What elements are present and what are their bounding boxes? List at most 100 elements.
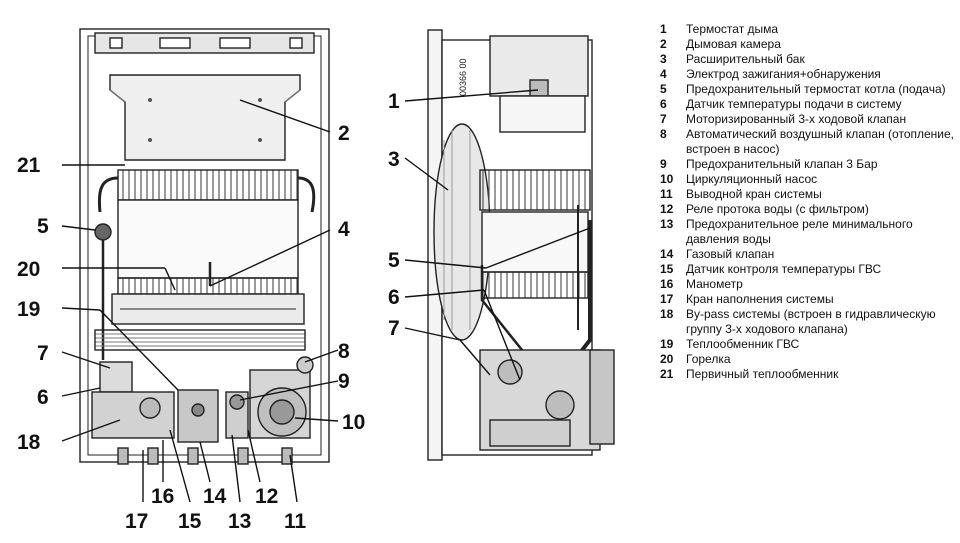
legend-text: Расширительный бак	[686, 52, 805, 66]
legend-number: 19	[660, 337, 674, 351]
legend-text: Манометр	[686, 277, 743, 291]
legend-item: 20 Горелка	[660, 352, 956, 367]
callout-4: 4	[338, 218, 350, 241]
legend-text: Реле протока воды (с фильтром)	[686, 202, 869, 216]
legend-number: 3	[660, 52, 667, 66]
callout-11: 11	[284, 510, 307, 533]
dhw-heat-exchanger	[94, 329, 306, 351]
side-callout-5: 5	[388, 249, 400, 272]
legend-text: Электрод зажигания+обнаружения	[686, 67, 881, 81]
smoke-thermostat	[529, 79, 549, 97]
legend-number: 7	[660, 112, 667, 126]
legend-number: 8	[660, 127, 667, 141]
legend-number: 20	[660, 352, 674, 366]
front-view	[79, 28, 330, 465]
legend-text: By-pass системы (встроен в гидравлическу…	[686, 307, 936, 336]
legend-item: 1 Термостат дыма	[660, 22, 956, 37]
front-callouts: 21 5 20 19 7 6 18 2 4 8 9 10 16 14 12 17…	[17, 122, 365, 533]
callout-18: 18	[17, 431, 41, 454]
callout-5: 5	[37, 215, 49, 238]
legend-text: Предохранительное реле минимального давл…	[686, 217, 913, 246]
legend-text: Датчик температуры подачи в систему	[686, 97, 902, 111]
legend-item: 13 Предохранительное реле минимального да…	[660, 217, 956, 247]
side-pump	[589, 349, 615, 445]
side-callouts: 1 3 5 6 7	[388, 90, 400, 340]
legend-item: 19 Теплообменник ГВС	[660, 337, 956, 352]
side-callout-6: 6	[388, 286, 400, 309]
legend-number: 21	[660, 367, 674, 381]
side-leader-lines	[404, 89, 591, 381]
legend-item: 17 Кран наполнения системы	[660, 292, 956, 307]
legend-text: Выводной кран системы	[686, 187, 822, 201]
safety-thermostat	[94, 223, 112, 241]
callout-10: 10	[342, 411, 365, 434]
exchanger-left-pipe	[97, 176, 119, 213]
legend-item: 4 Электрод зажигания+обнаружения	[660, 67, 956, 82]
burner	[117, 277, 299, 295]
legend-number: 13	[660, 217, 674, 231]
side-heat-exchanger	[479, 169, 591, 211]
callout-7: 7	[37, 342, 49, 365]
legend-text: Датчик контроля температуры ГВС	[686, 262, 882, 276]
side-callout-1: 1	[388, 90, 400, 113]
legend-text: Термостат дыма	[686, 22, 779, 36]
legend-item: 16 Манометр	[660, 277, 956, 292]
legend-number: 16	[660, 277, 674, 291]
legend-number: 18	[660, 307, 674, 321]
legend-number: 4	[660, 67, 667, 81]
combustion-box	[117, 199, 299, 279]
callout-15: 15	[178, 510, 202, 533]
callout-12: 12	[255, 485, 278, 508]
legend-item: 3 Расширительный бак	[660, 52, 956, 67]
legend-item: 21 Первичный теплообменник	[660, 367, 956, 382]
side-callout-7: 7	[388, 317, 400, 340]
callout-19: 19	[17, 298, 40, 321]
legend-number: 12	[660, 202, 674, 216]
legend-item: 11 Выводной кран системы	[660, 187, 956, 202]
callout-8: 8	[338, 340, 350, 363]
legend-text: Газовый клапан	[686, 247, 775, 261]
drawing-code: 00366 00	[458, 58, 468, 96]
legend-number: 11	[660, 187, 673, 201]
legend-text: Предохранительный клапан 3 Бар	[686, 157, 878, 171]
callout-17: 17	[125, 510, 148, 533]
exchanger-right-pipe	[297, 176, 316, 213]
hydraulic-group	[91, 391, 175, 439]
side-callout-3: 3	[388, 148, 400, 171]
legend-item: 8 Автоматический воздушный клапан (отопле…	[660, 127, 956, 157]
legend-item: 18 By-pass системы (встроен в гидравличес…	[660, 307, 956, 337]
mounting-bracket	[94, 32, 315, 54]
legend-item: 6 Датчик температуры подачи в систему	[660, 97, 956, 112]
legend-text: Циркуляционный насос	[686, 172, 818, 186]
legend-item: 14 Газовый клапан	[660, 247, 956, 262]
legend-number: 14	[660, 247, 674, 261]
callout-2: 2	[338, 122, 350, 145]
legend-text: Горелка	[686, 352, 731, 366]
legend-number: 1	[660, 22, 667, 36]
primary-heat-exchanger	[117, 169, 299, 201]
legend-item: 15 Датчик контроля температуры ГВС	[660, 262, 956, 277]
legend-text: Первичный теплообменник	[686, 367, 839, 381]
legend-text: Теплообменник ГВС	[686, 337, 800, 351]
legend-number: 17	[660, 292, 674, 306]
callout-9: 9	[338, 370, 350, 393]
legend-number: 6	[660, 97, 667, 111]
legend-text: Дымовая камера	[686, 37, 781, 51]
legend-item: 9 Предохранительный клапан 3 Бар	[660, 157, 956, 172]
callout-13: 13	[228, 510, 251, 533]
legend-text: Автоматический воздушный клапан (отоплен…	[686, 127, 955, 156]
callout-14: 14	[203, 485, 227, 508]
legend-text: Предохранительный термостат котла (подач…	[686, 82, 946, 96]
legend-text: Кран наполнения системы	[686, 292, 834, 306]
legend-number: 15	[660, 262, 674, 276]
legend-item: 12 Реле протока воды (с фильтром)	[660, 202, 956, 217]
callout-21: 21	[17, 154, 41, 177]
legend-number: 9	[660, 157, 667, 171]
callout-6: 6	[37, 386, 49, 409]
front-leader-lines	[61, 99, 339, 503]
combustion-chamber	[109, 74, 301, 161]
